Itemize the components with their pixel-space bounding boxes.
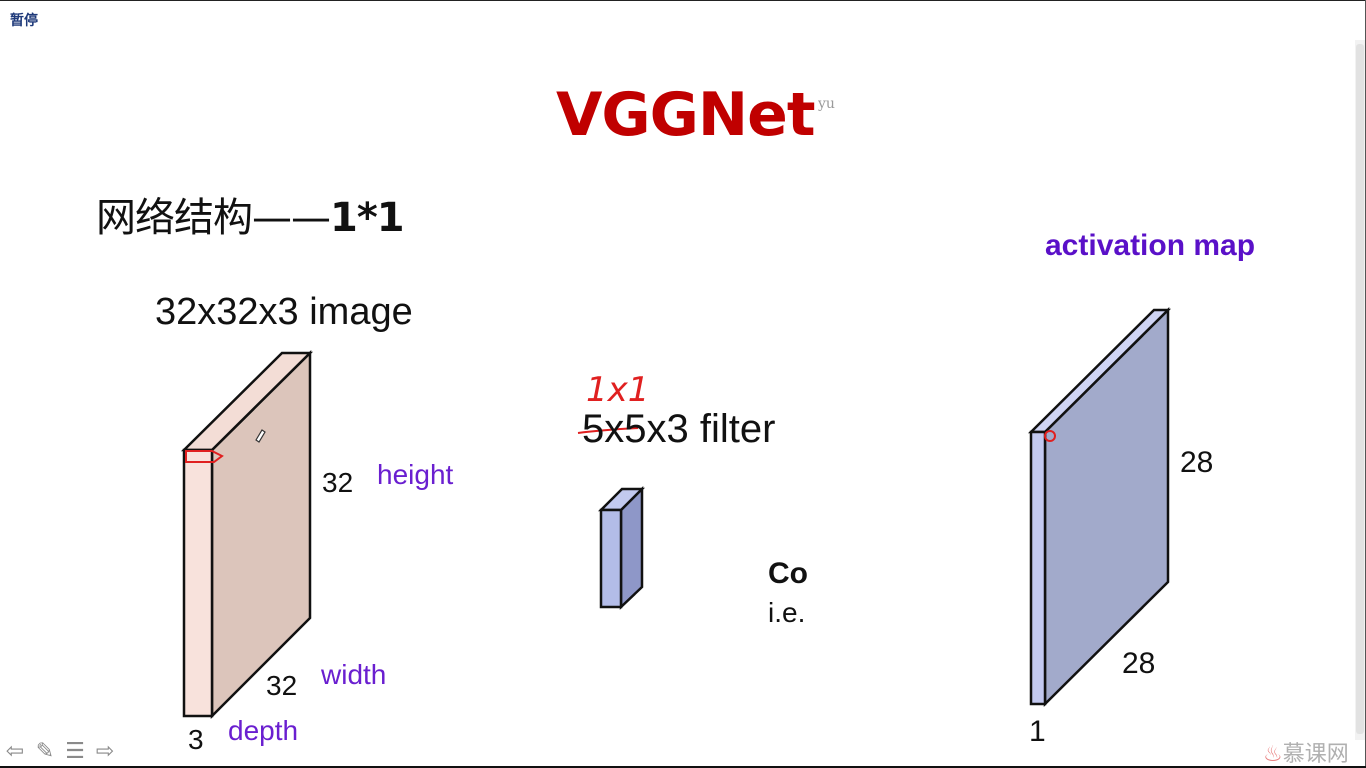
activation-map-label: activation map — [1045, 229, 1256, 262]
subtitle-text: 网络结构—— — [96, 195, 331, 241]
convolve-title: Co — [768, 557, 808, 590]
depth-label: depth — [228, 715, 299, 746]
handwritten-note: 1x1 — [586, 370, 650, 410]
activation-volume — [1027, 306, 1172, 708]
pen-icon[interactable]: ✎ — [35, 739, 55, 764]
activation-depth-value: 1 — [1029, 715, 1046, 748]
watermark-text: yu — [818, 96, 835, 112]
activation-width-value: 28 — [1122, 647, 1156, 680]
pause-button[interactable]: 暂停 — [10, 13, 38, 29]
window-top-border — [0, 0, 1366, 1]
arrow-left-icon[interactable]: ⇦ — [5, 739, 25, 764]
filter-volume-front — [599, 508, 623, 609]
height-label: height — [377, 459, 454, 490]
scrollbar-thumb[interactable] — [1356, 44, 1364, 734]
slide-title: VGGNet — [556, 80, 816, 150]
filter-dimension-label: 5x5x3 filter — [582, 407, 776, 451]
window-bottom-border — [0, 766, 1366, 768]
pen-cursor-icon — [255, 429, 266, 443]
filter-volume — [597, 485, 646, 610]
strike-through-annotation — [577, 427, 639, 434]
input-volume-front — [182, 448, 214, 718]
activation-point-annotation — [1044, 430, 1056, 442]
receptive-field-highlight — [185, 450, 224, 463]
vertical-scrollbar[interactable] — [1355, 40, 1365, 740]
image-dimension-label: 32x32x3 image — [155, 291, 413, 333]
brand-logo: ♨慕课网 — [1263, 736, 1349, 768]
width-value: 32 — [266, 670, 298, 701]
convolve-subtitle: i.e. — [768, 597, 806, 628]
width-label: width — [321, 659, 387, 690]
slide-controls: ⇦ ✎ ☰ ⇨ — [0, 738, 130, 766]
activation-volume-front — [1029, 430, 1047, 706]
subtitle-number: 1*1 — [330, 195, 405, 241]
height-value: 32 — [322, 467, 354, 498]
brand-logo-text: 慕课网 — [1282, 742, 1349, 767]
activation-height-value: 28 — [1180, 446, 1214, 479]
menu-icon[interactable]: ☰ — [65, 739, 85, 764]
flame-icon: ♨ — [1263, 742, 1283, 767]
arrow-right-icon[interactable]: ⇨ — [95, 739, 115, 764]
depth-value: 3 — [188, 724, 204, 755]
slide-subtitle: 网络结构——1*1 — [96, 185, 405, 243]
input-volume — [180, 350, 314, 720]
